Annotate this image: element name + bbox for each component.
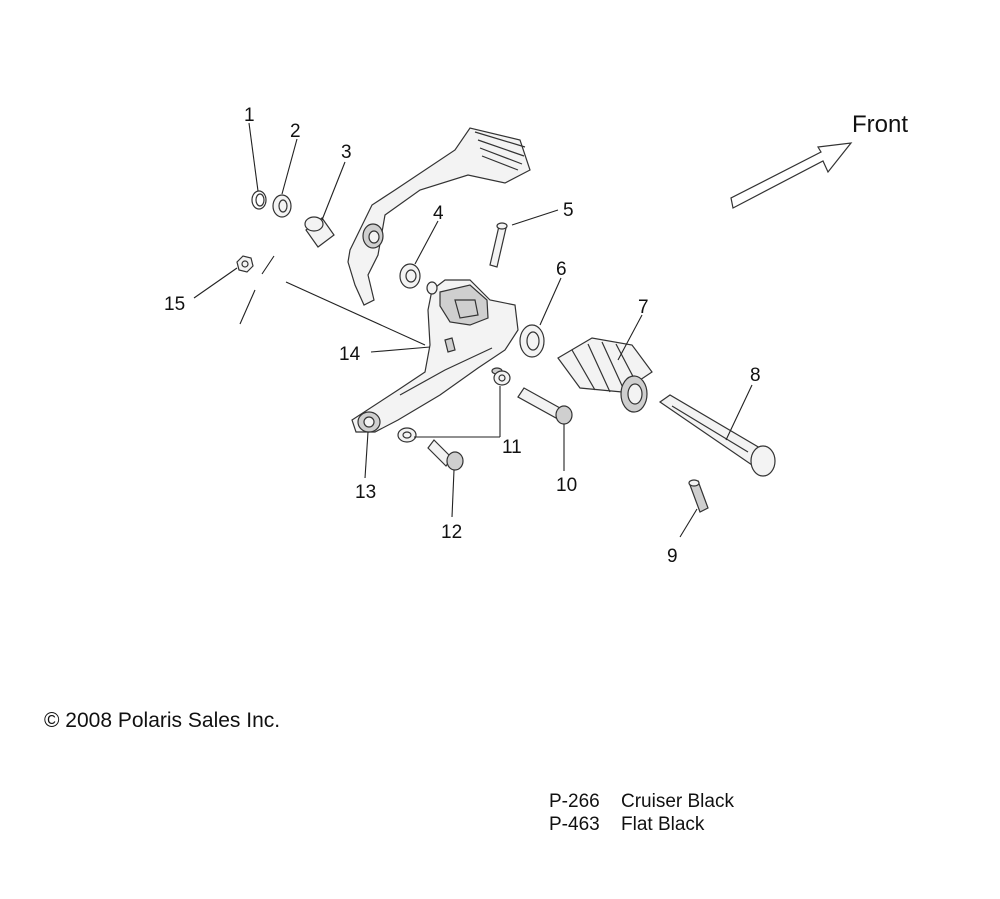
color-code-name: Flat Black	[621, 814, 705, 835]
callout-4: 4	[433, 203, 444, 224]
callout-5: 5	[563, 200, 574, 221]
color-code-name: Cruiser Black	[621, 791, 734, 812]
front-label: Front	[852, 111, 908, 138]
callout-13: 13	[355, 482, 376, 503]
callout-15: 15	[164, 294, 185, 315]
callout-6: 6	[556, 259, 567, 280]
part-washer-6	[519, 324, 545, 358]
part-nut	[236, 255, 254, 273]
front-arrow: Front	[730, 111, 908, 209]
callout-10: 10	[556, 475, 577, 496]
part-footpeg-bracket	[351, 279, 519, 433]
color-code-list: P-266 Cruiser Black P-463 Flat Black	[549, 790, 734, 836]
color-code-id: P-463	[549, 814, 600, 835]
callout-3: 3	[341, 142, 352, 163]
callout-2: 2	[290, 121, 301, 142]
part-set-screw	[688, 479, 709, 513]
part-bolt-10	[517, 387, 573, 425]
part-washer-4	[399, 263, 421, 289]
part-washer-2	[272, 194, 292, 218]
color-code-row: P-266 Cruiser Black	[549, 790, 734, 813]
color-code-row: P-463 Flat Black	[549, 813, 734, 836]
callout-12: 12	[441, 522, 462, 543]
callout-1: 1	[244, 105, 255, 126]
color-code-id: P-266	[549, 791, 600, 812]
callout-labels: 1 2 3 4 5 6 7 8 9 10 11 12 13 14 15	[164, 105, 761, 567]
callout-14: 14	[339, 344, 361, 365]
callout-7: 7	[638, 297, 649, 318]
part-washers-11	[397, 370, 511, 443]
part-bushing	[304, 216, 335, 248]
callout-11: 11	[502, 437, 522, 458]
callout-9: 9	[667, 546, 678, 567]
leader-lines	[193, 122, 753, 538]
stud-axis-line	[239, 255, 426, 346]
part-pin	[489, 222, 508, 268]
part-snap-ring	[251, 190, 267, 210]
part-footpeg-insert	[658, 394, 776, 477]
callout-8: 8	[750, 365, 761, 386]
part-bolt-12	[427, 439, 464, 471]
copyright-notice: © 2008 Polaris Sales Inc.	[44, 709, 281, 732]
part-pedal	[347, 127, 531, 306]
part-footpeg-rubber	[557, 337, 653, 413]
